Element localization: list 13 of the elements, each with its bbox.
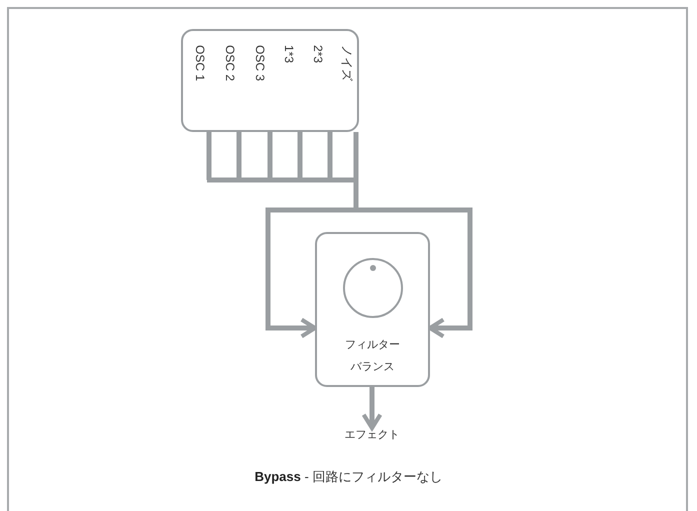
caption: Bypass - 回路にフィルターなし xyxy=(254,468,444,486)
arrow xyxy=(362,387,382,430)
channel-label: 1*3 xyxy=(282,45,296,64)
channel-label: OSC 2 xyxy=(223,45,237,82)
filter-label: フィルター xyxy=(344,338,401,352)
mixer-box xyxy=(181,29,359,132)
filter-box xyxy=(315,232,430,387)
channel-label: ノイズ xyxy=(340,45,354,81)
channel-label: OSC 3 xyxy=(253,45,267,82)
filter-label: バランス xyxy=(350,360,396,374)
channel-label: 2*3 xyxy=(311,45,325,64)
channel-label: OSC 1 xyxy=(193,45,207,82)
output-label: エフェクト xyxy=(344,428,400,442)
